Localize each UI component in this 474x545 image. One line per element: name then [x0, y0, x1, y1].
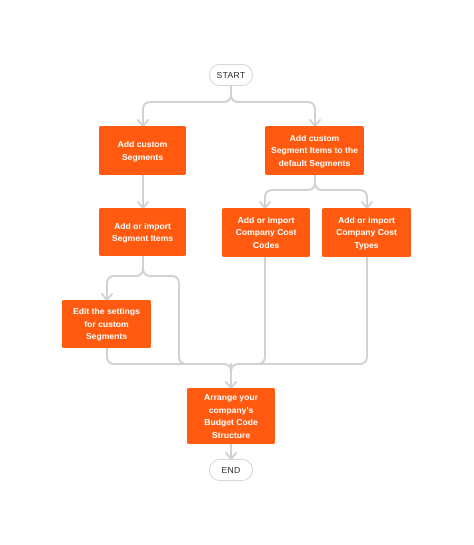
start-terminal: START: [209, 64, 253, 86]
step-add-import-segment-items: Add or import Segment Items: [99, 208, 186, 256]
connector-start-to-add-custom-segment-items: [230, 93, 316, 127]
step-add-import-cost-codes: Add or import Company Cost Codes: [222, 208, 310, 257]
connector-cost-types-to-merge: [256, 256, 368, 365]
connector-edit-settings-to-merge: [106, 347, 188, 365]
step-add-import-cost-types: Add or import Company Cost Types: [322, 208, 411, 257]
step-add-custom-segments: Add custom Segments: [99, 126, 186, 175]
connector-segment-items-to-merge: [142, 267, 232, 373]
connector-cost-codes-to-merge: [230, 256, 266, 373]
connector-default-to-cost-types: [314, 181, 368, 209]
end-terminal: END: [209, 459, 253, 481]
step-add-custom-segment-items: Add custom Segment Items to the default …: [265, 126, 364, 175]
step-arrange-budget-code-structure: Arrange your company's Budget Code Struc…: [187, 388, 275, 444]
connector-default-to-cost-codes: [264, 174, 316, 209]
connector-start-to-add-custom-segments: [142, 85, 232, 127]
step-edit-settings-custom-segments: Edit the settings for custom Segments: [62, 300, 151, 348]
